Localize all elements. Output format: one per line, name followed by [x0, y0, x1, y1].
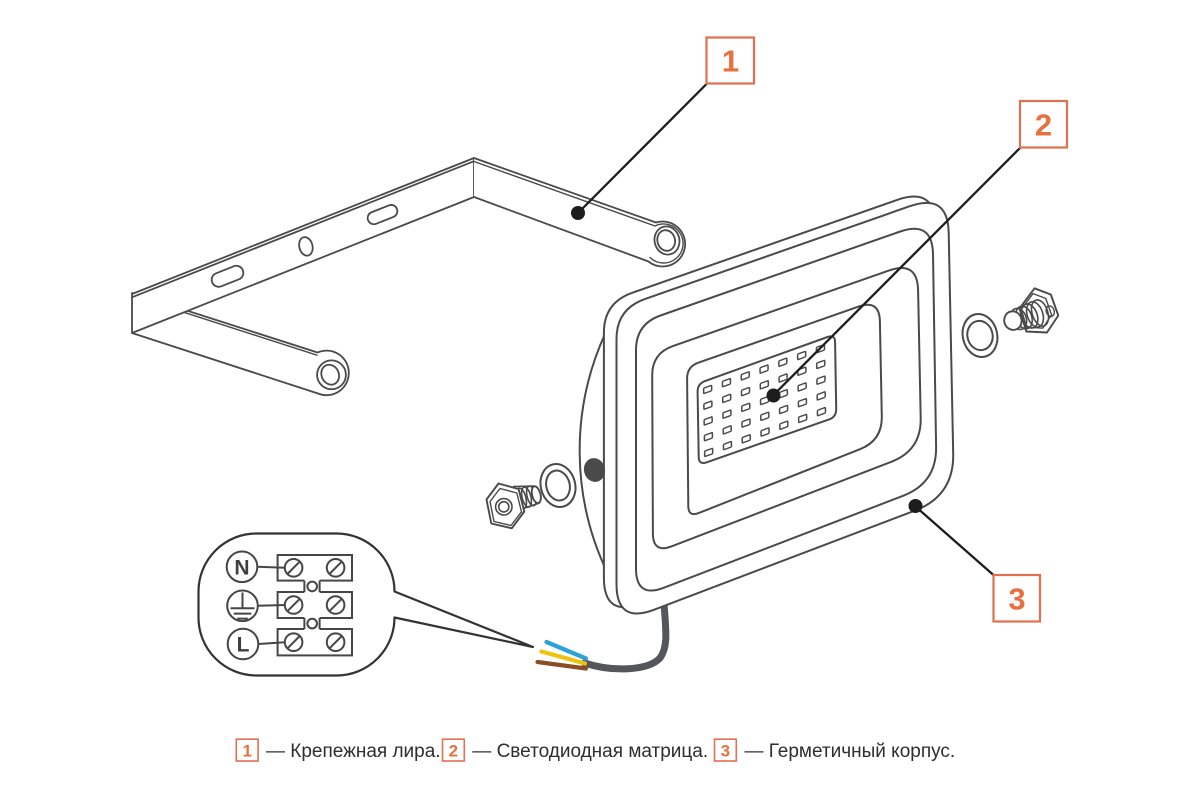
svg-text:N: N: [234, 556, 249, 579]
svg-text:2: 2: [449, 742, 458, 761]
svg-text:2: 2: [1035, 108, 1052, 143]
svg-text:1: 1: [242, 742, 251, 761]
svg-text:— Светодиодная матрица.: — Светодиодная матрица.: [472, 741, 708, 762]
svg-text:— Крепежная лира.: — Крепежная лира.: [266, 741, 441, 762]
svg-text:L: L: [237, 634, 250, 657]
svg-text:3: 3: [721, 742, 730, 761]
svg-text:3: 3: [1008, 582, 1025, 617]
svg-text:1: 1: [722, 44, 739, 79]
svg-text:— Герметичный корпус.: — Герметичный корпус.: [745, 741, 956, 762]
